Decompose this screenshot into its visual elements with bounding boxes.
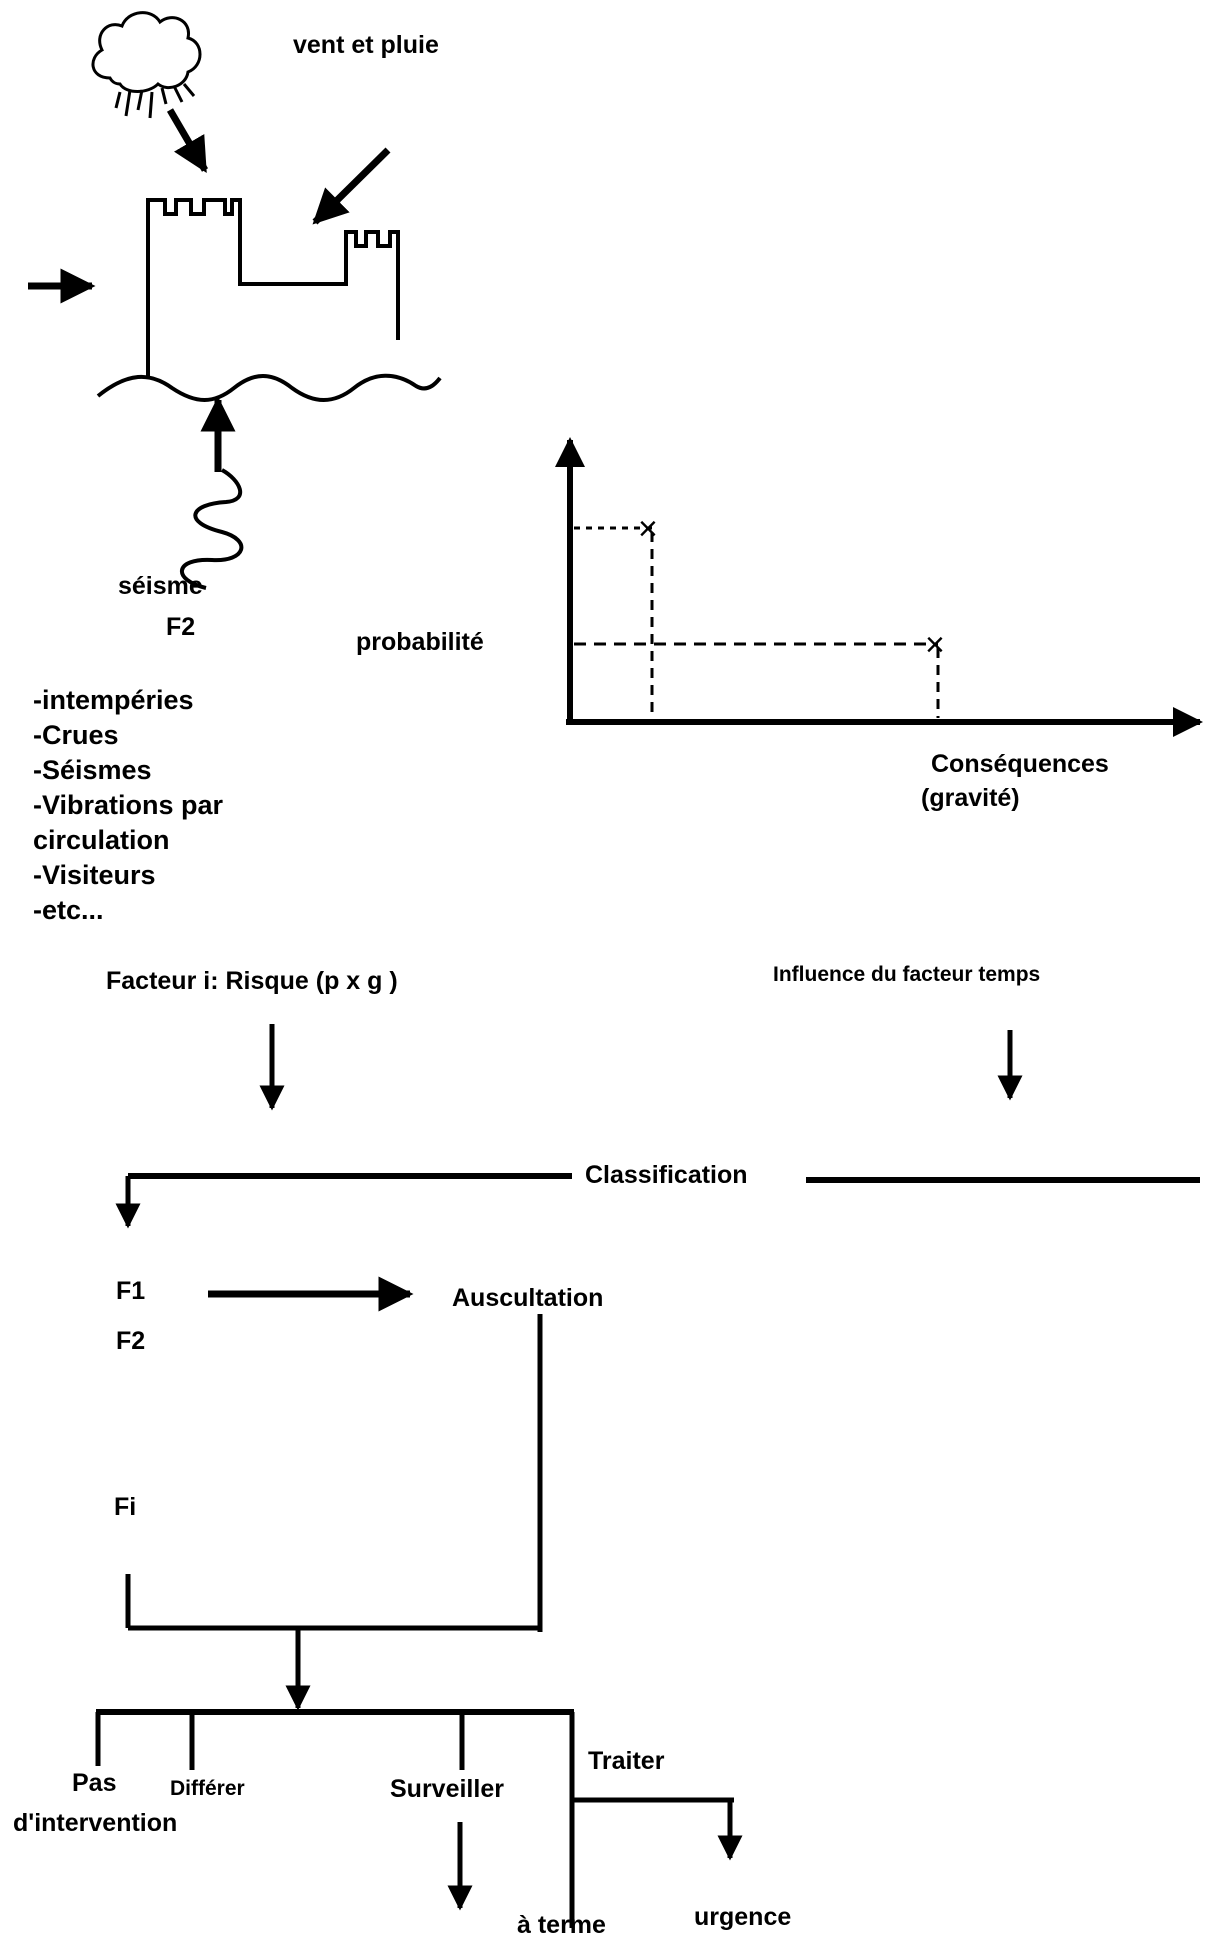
factor-fi-label: Fi	[114, 1493, 137, 1521]
weather-label: vent et pluie	[293, 31, 439, 59]
seismic-label: séisme	[118, 572, 203, 600]
auscultation-label: Auscultation	[452, 1284, 604, 1312]
ground-line	[96, 373, 442, 402]
time-factor-label: Influence du facteur temps	[773, 963, 1041, 986]
plot-ylabel: probabilité	[356, 628, 484, 656]
no-intervention-label: Pas	[72, 1769, 117, 1797]
risk-formula-label: Facteur i: Risque (p x g )	[106, 967, 398, 995]
list-item: -etc...	[33, 895, 104, 925]
treat-label: Traiter	[588, 1747, 665, 1775]
plot-xlabel: Conséquences	[931, 750, 1109, 778]
rain-arrow	[166, 108, 209, 174]
cloud-icon	[91, 11, 202, 119]
list-item: circulation	[33, 825, 170, 855]
list-item: -Séismes	[33, 755, 152, 785]
monitor-label: Surveiller	[390, 1775, 504, 1803]
plot-point-2: ×	[925, 626, 945, 664]
plot-xlabel-unit: (gravité)	[921, 784, 1020, 812]
wind-arrow-icon	[312, 147, 391, 225]
seismic-factor-label: F2	[166, 613, 196, 641]
list-item: -Vibrations par	[33, 790, 224, 820]
defer-label: Différer	[170, 1777, 245, 1800]
classification-label: Classification	[585, 1161, 748, 1189]
urgent-label: urgence	[694, 1903, 792, 1931]
list-item: -intempéries	[33, 685, 194, 715]
castle-icon	[146, 198, 400, 378]
plot-point-1: ×	[638, 510, 658, 548]
factor-f1-label: F1	[116, 1277, 146, 1305]
factor-f2-label: F2	[116, 1327, 146, 1355]
risk-plot	[555, 437, 1203, 737]
list-item: -Crues	[33, 720, 119, 750]
long-term-label: à terme	[517, 1911, 606, 1939]
no-intervention-label-2: d'intervention	[13, 1809, 178, 1837]
seismic-wave-icon	[180, 468, 244, 590]
list-item: -Visiteurs	[33, 860, 156, 890]
factors-list: -intempéries -Crues -Séismes -Vibrations…	[33, 683, 223, 928]
